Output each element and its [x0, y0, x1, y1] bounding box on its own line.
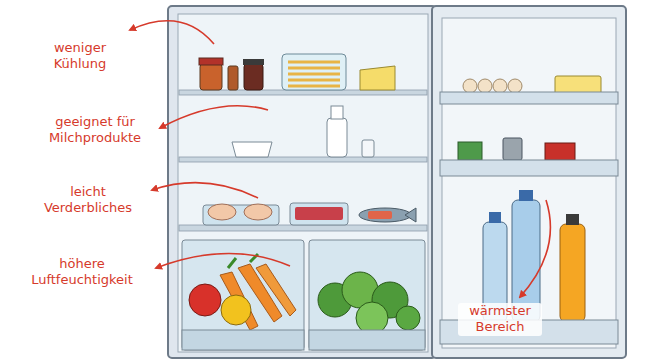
callout-label: leicht Verderbliches: [32, 184, 144, 217]
callout-label: weniger Kühlung: [40, 40, 120, 73]
callout-label: höhere Luftfeuchtigkeit: [18, 256, 146, 289]
callout-label: geeignet für Milchprodukte: [39, 114, 151, 147]
callout-label: wärmster Bereich: [458, 303, 542, 336]
